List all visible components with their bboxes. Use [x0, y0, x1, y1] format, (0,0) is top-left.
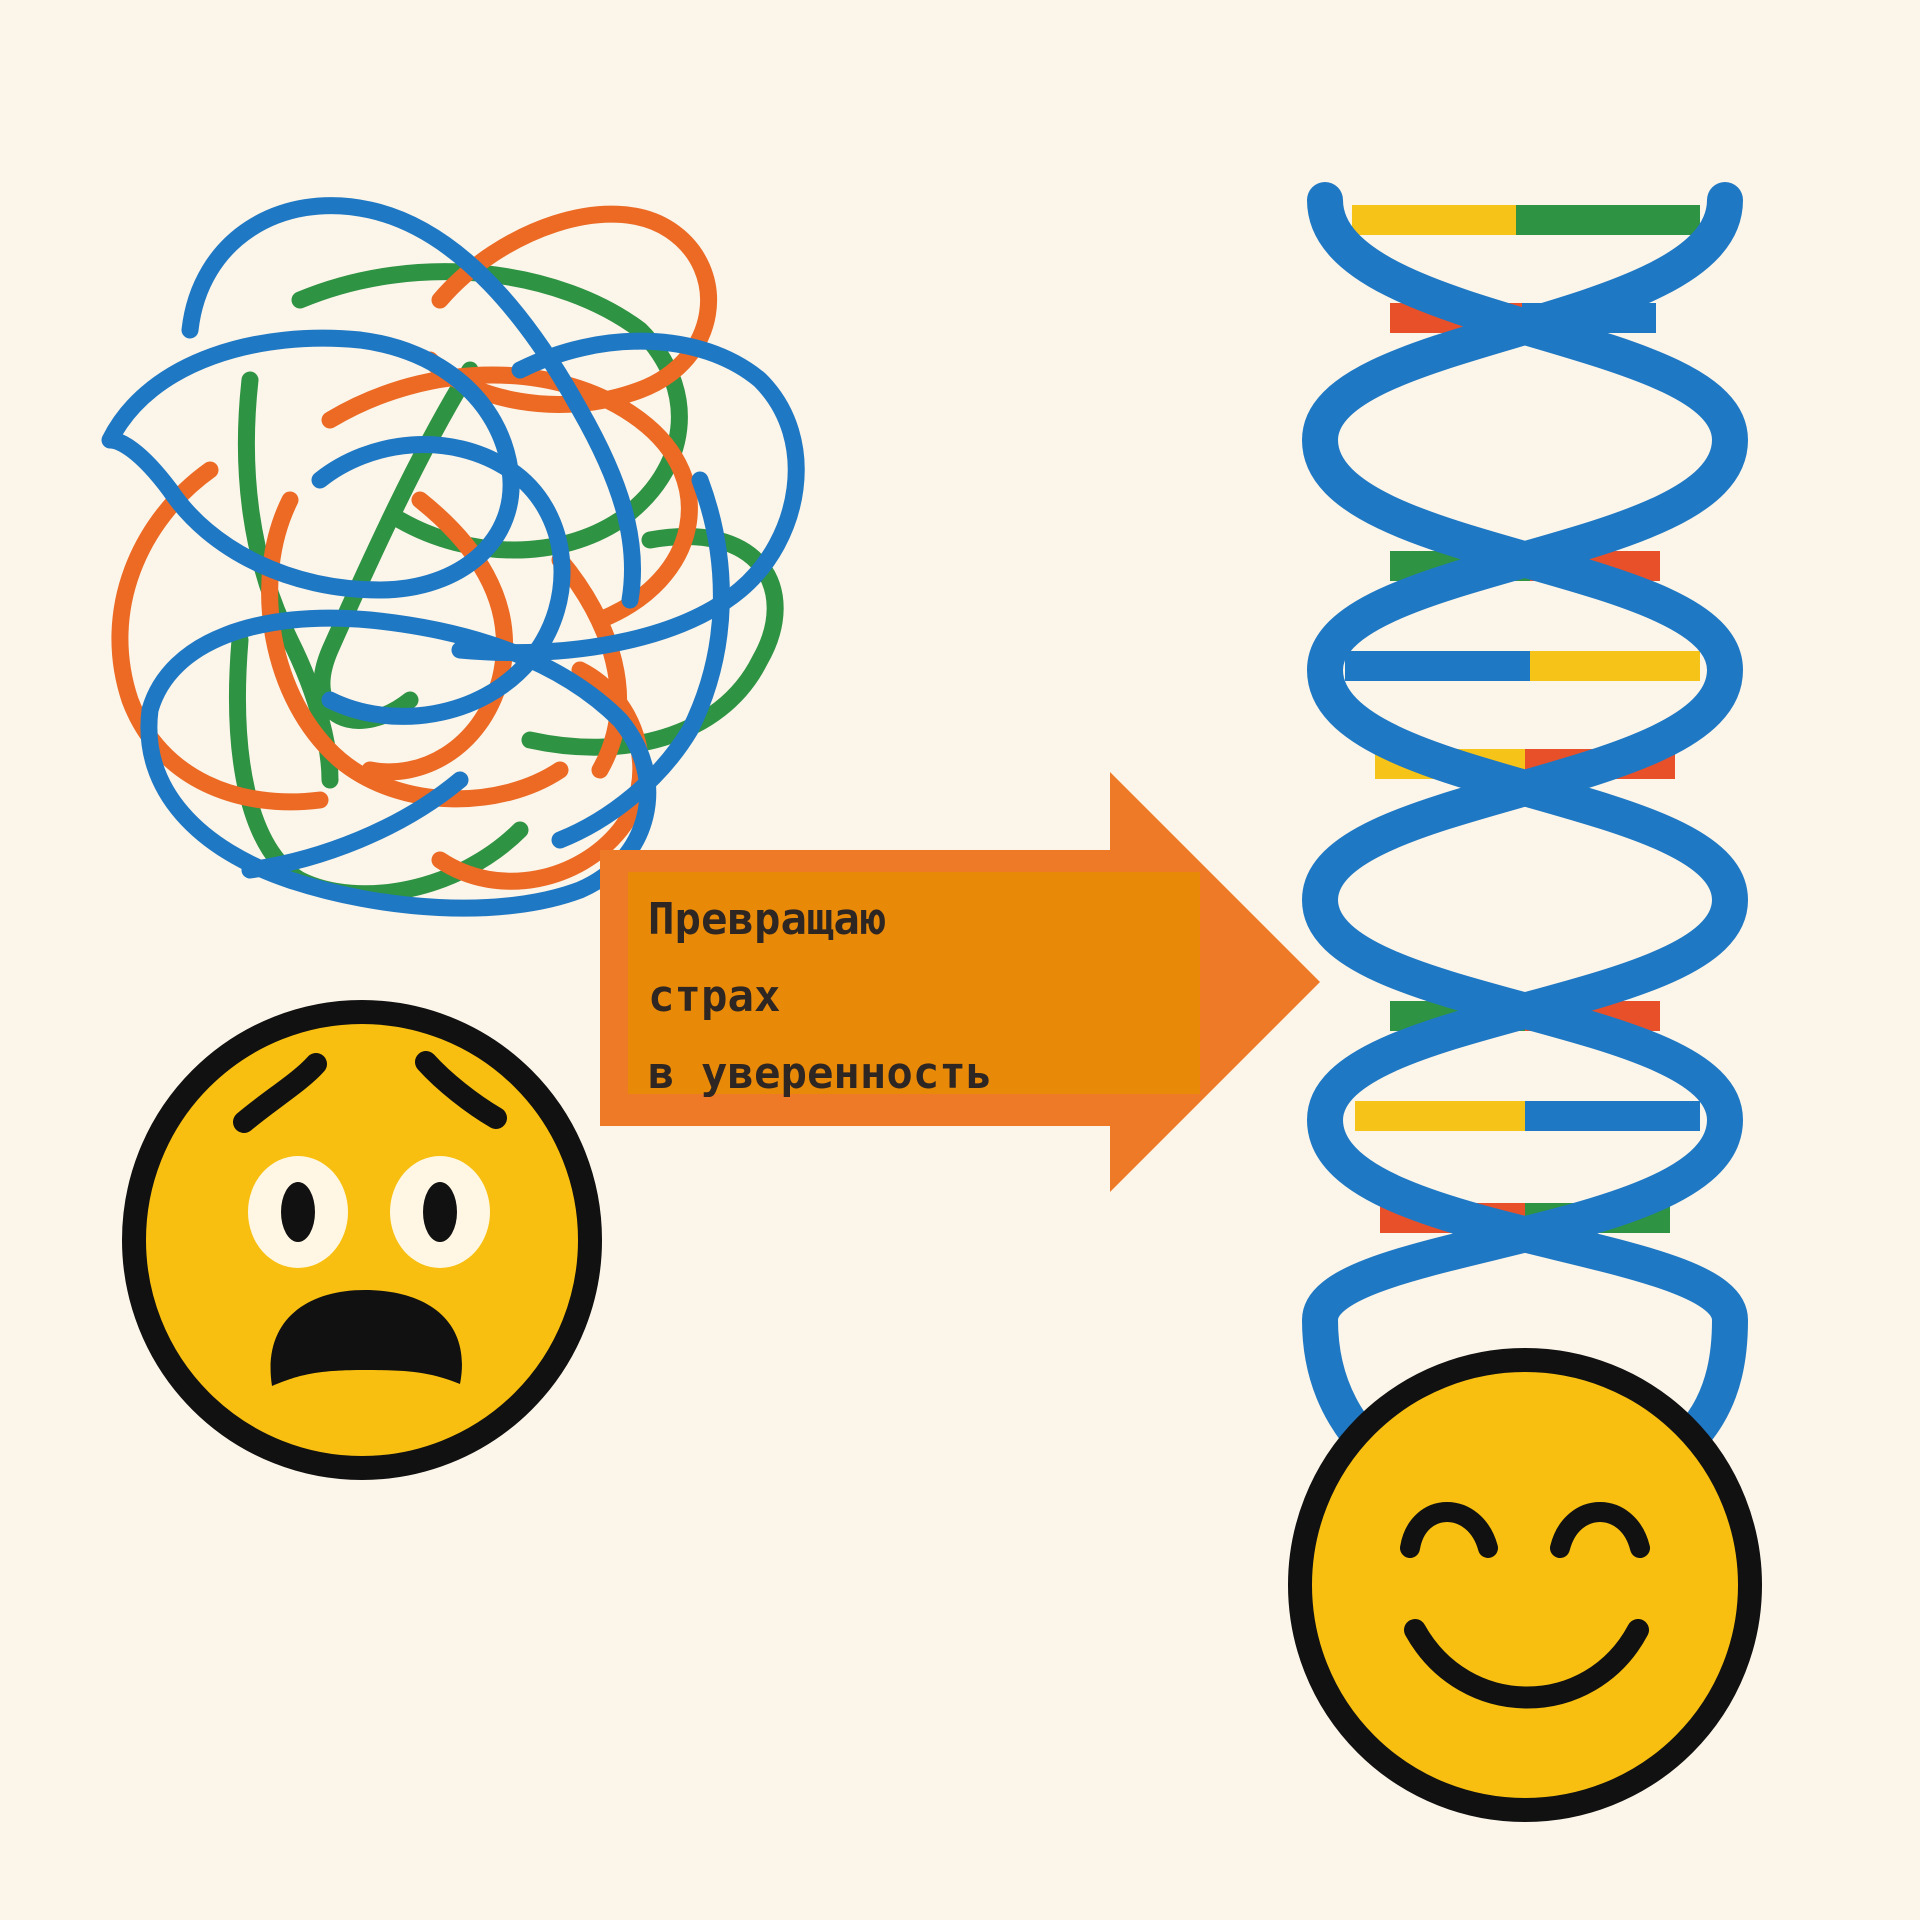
right-eyebrow: [415, 1051, 507, 1129]
happy-face-icon: [1288, 1348, 1762, 1822]
left-pupil: [281, 1182, 315, 1242]
left-eyebrow: [233, 1053, 327, 1133]
scared-mouth: [270, 1290, 462, 1386]
caption-line-1: Превращаю: [648, 894, 887, 945]
right-pupil: [423, 1182, 457, 1242]
caption-box: Превращаю страх в уверенность: [628, 872, 1200, 1099]
smile: [1404, 1619, 1649, 1709]
caption-line-3: в уверенность: [648, 1048, 993, 1099]
left-closed-eye: [1400, 1502, 1498, 1558]
dna-helix-icon: [1301, 182, 1749, 1498]
scared-face-icon: [122, 1000, 602, 1480]
right-closed-eye: [1550, 1502, 1650, 1558]
caption-line-2: страх: [648, 971, 781, 1022]
tangled-scribble-icon: [101, 197, 805, 917]
